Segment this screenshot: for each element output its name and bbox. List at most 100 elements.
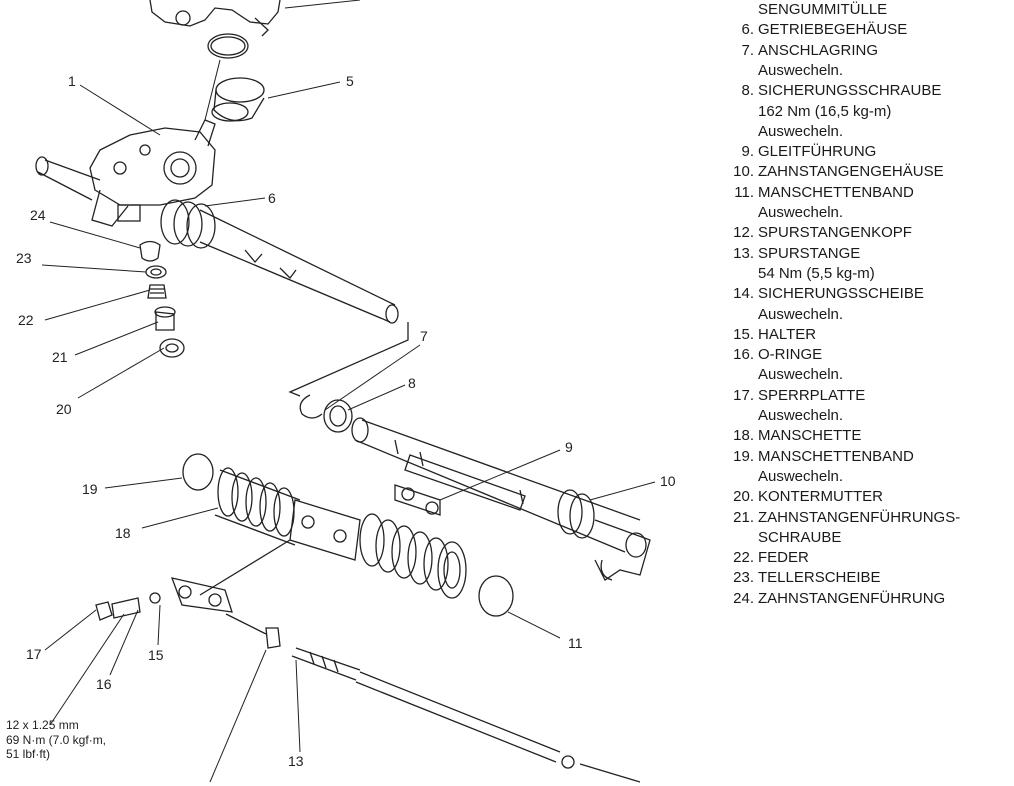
bushing-part-5 — [211, 77, 265, 122]
o-ring — [207, 33, 249, 59]
legend-item-number: 23. — [733, 569, 754, 587]
legend-item: 10.ZAHNSTANGENGEHÄUSE — [720, 163, 1010, 181]
callout-5: 5 — [346, 73, 354, 89]
torque-note-line-1: 12 x 1.25 mm — [6, 718, 79, 732]
legend-item-number: 13. — [733, 244, 754, 262]
legend-item-label: SICHERUNGSSCHEIBE — [758, 285, 924, 303]
legend-item: 15.HALTER — [720, 326, 1010, 344]
legend-item-label: GETRIEBEGEHÄUSE — [758, 21, 908, 39]
legend-item-note: Auswecheln. — [758, 407, 844, 424]
washer-part-14 — [265, 627, 281, 649]
legend-item: 13.SPURSTANGE — [720, 245, 1010, 263]
rack-tube — [35, 156, 399, 324]
legend-item-label: ANSCHLAGRING — [758, 41, 879, 59]
tie-rod-part-13 — [291, 647, 641, 783]
legend-item-label: ZAHNSTANGENFÜHRUNG — [758, 589, 946, 607]
torque-note: 12 x 1.25 mm 69 N·m (7.0 kgf·m, 51 lbf·f… — [6, 718, 106, 761]
boot-band-part-11 — [478, 575, 514, 617]
callout-23: 23 — [16, 250, 32, 266]
exploded-view-diagram: 1 5 6 7 8 9 10 11 13 15 16 17 18 19 20 2… — [6, 0, 676, 783]
torque-note-line-3: 51 lbf·ft) — [6, 747, 50, 761]
boot-band-part-19 — [182, 453, 214, 491]
stop-ring-part-7 — [299, 394, 323, 419]
collar-part-6 — [160, 199, 216, 249]
legend-item: 12.SPURSTANGENKOPF — [720, 224, 1010, 242]
legend-item-label: ZAHNSTANGENGEHÄUSE — [758, 163, 944, 181]
lock-plate-and-bolt — [95, 592, 161, 621]
torque-note-line-2: 69 N·m (7.0 kgf·m, — [6, 733, 106, 747]
slide-guide-part-9 — [394, 484, 441, 516]
legend-item: 6.GETRIEBEGEHÄUSE — [720, 21, 1010, 39]
callout-9: 9 — [565, 439, 573, 455]
legend-item-label: SICHERUNGSSCHRAUBE — [758, 82, 942, 100]
legend-item-note: Auswecheln. — [758, 467, 844, 485]
legend-item: 22.FEDER — [720, 549, 1010, 567]
legend-item-number: 19. — [733, 447, 754, 465]
legend-item: 16.O-RINGE — [720, 346, 1010, 364]
leader-lines — [41, 0, 656, 783]
callout-11: 11 — [568, 635, 583, 651]
holder-part-15 — [170, 539, 291, 613]
gear-housing-top — [149, 0, 281, 37]
legend-item: 17.SPERRPLATTE — [720, 387, 1010, 405]
callout-8: 8 — [408, 375, 416, 391]
legend-item-note: Auswecheln. — [758, 305, 844, 323]
legend-item-label: O-RINGE — [758, 346, 823, 364]
legend-item: 18.MANSCHETTE — [720, 427, 1010, 445]
legend-item-number: 9. — [741, 143, 754, 161]
legend-item-number: 11. — [734, 183, 754, 201]
legend-item-label: SPURSTANGENKOPF — [758, 224, 912, 242]
legend-item: 20.KONTERMUTTER — [720, 488, 1010, 506]
legend-item-note: 54 Nm (5,5 kg-m) — [758, 264, 875, 282]
callout-15: 15 — [148, 647, 164, 663]
legend-item-note: Auswecheln. — [758, 366, 844, 384]
callout-13: 13 — [288, 753, 304, 769]
legend-item: 24.ZAHNSTANGENFÜHRUNG — [720, 590, 1010, 608]
legend-item-label: MANSCHETTENBAND — [758, 447, 914, 465]
rack-guide-stack — [139, 240, 185, 358]
legend-item: SENGUMMITÜLLE — [720, 1, 1010, 19]
callout-20: 20 — [56, 401, 72, 417]
callout-21: 21 — [52, 349, 68, 365]
legend-item-number: 7. — [741, 41, 754, 59]
legend-item-note: 162 Nm (16,5 kg-m) — [758, 102, 892, 120]
legend-item-number: 12. — [733, 224, 754, 242]
legend-item: 21.ZAHNSTANGENFÜHRUNGS- — [720, 509, 1010, 527]
legend-item-label: GLEITFÜHRUNG — [758, 143, 877, 161]
callout-18: 18 — [115, 525, 131, 541]
legend-item-number: 14. — [733, 285, 754, 303]
legend-item: 8.SICHERUNGSSCHRAUBE — [720, 82, 1010, 100]
rack-housing-part-10 — [351, 417, 651, 581]
callout-19: 19 — [82, 481, 98, 497]
callout-22: 22 — [18, 312, 34, 328]
legend-item-label: MANSCHETTENBAND — [758, 183, 914, 201]
legend-item-label: TELLERSCHEIBE — [758, 569, 881, 587]
legend-item-label: KONTERMUTTER — [758, 488, 883, 506]
legend-item-note: Auswecheln. — [758, 204, 844, 221]
legend-item-label: SPERRPLATTE — [758, 386, 866, 404]
legend-item: 23.TELLERSCHEIBE — [720, 569, 1010, 587]
legend-item-note: SCHRAUBE — [758, 528, 842, 546]
legend-item-number: 8. — [741, 82, 754, 100]
boot-part-18 — [214, 467, 467, 599]
legend-item-label: ZAHNSTANGENFÜHRUNGS- — [758, 508, 961, 526]
legend-item: 11.MANSCHETTENBAND — [720, 184, 1010, 202]
callout-10: 10 — [660, 473, 676, 489]
callout-1: 1 — [68, 73, 76, 89]
legend-item-label: FEDER — [758, 549, 809, 567]
legend-item-number: 18. — [733, 427, 754, 445]
callout-24: 24 — [30, 207, 46, 223]
callout-16: 16 — [96, 676, 112, 692]
legend-item-number: 21. — [733, 508, 754, 526]
legend-item-note: Auswecheln. — [758, 122, 844, 140]
legend-item: 7.ANSCHLAGRING — [720, 42, 1010, 60]
legend-item-number: 22. — [733, 549, 754, 567]
legend-item-number: 16. — [733, 346, 754, 364]
legend-item-label: SPURSTANGE — [758, 244, 861, 262]
legend-item-number: 6. — [741, 21, 754, 39]
lock-bolt-part-8 — [323, 399, 353, 433]
legend-item: 14.SICHERUNGSSCHEIBE — [720, 285, 1010, 303]
callout-7: 7 — [420, 328, 428, 344]
legend-item-label: SENGUMMITÜLLE — [758, 1, 888, 18]
